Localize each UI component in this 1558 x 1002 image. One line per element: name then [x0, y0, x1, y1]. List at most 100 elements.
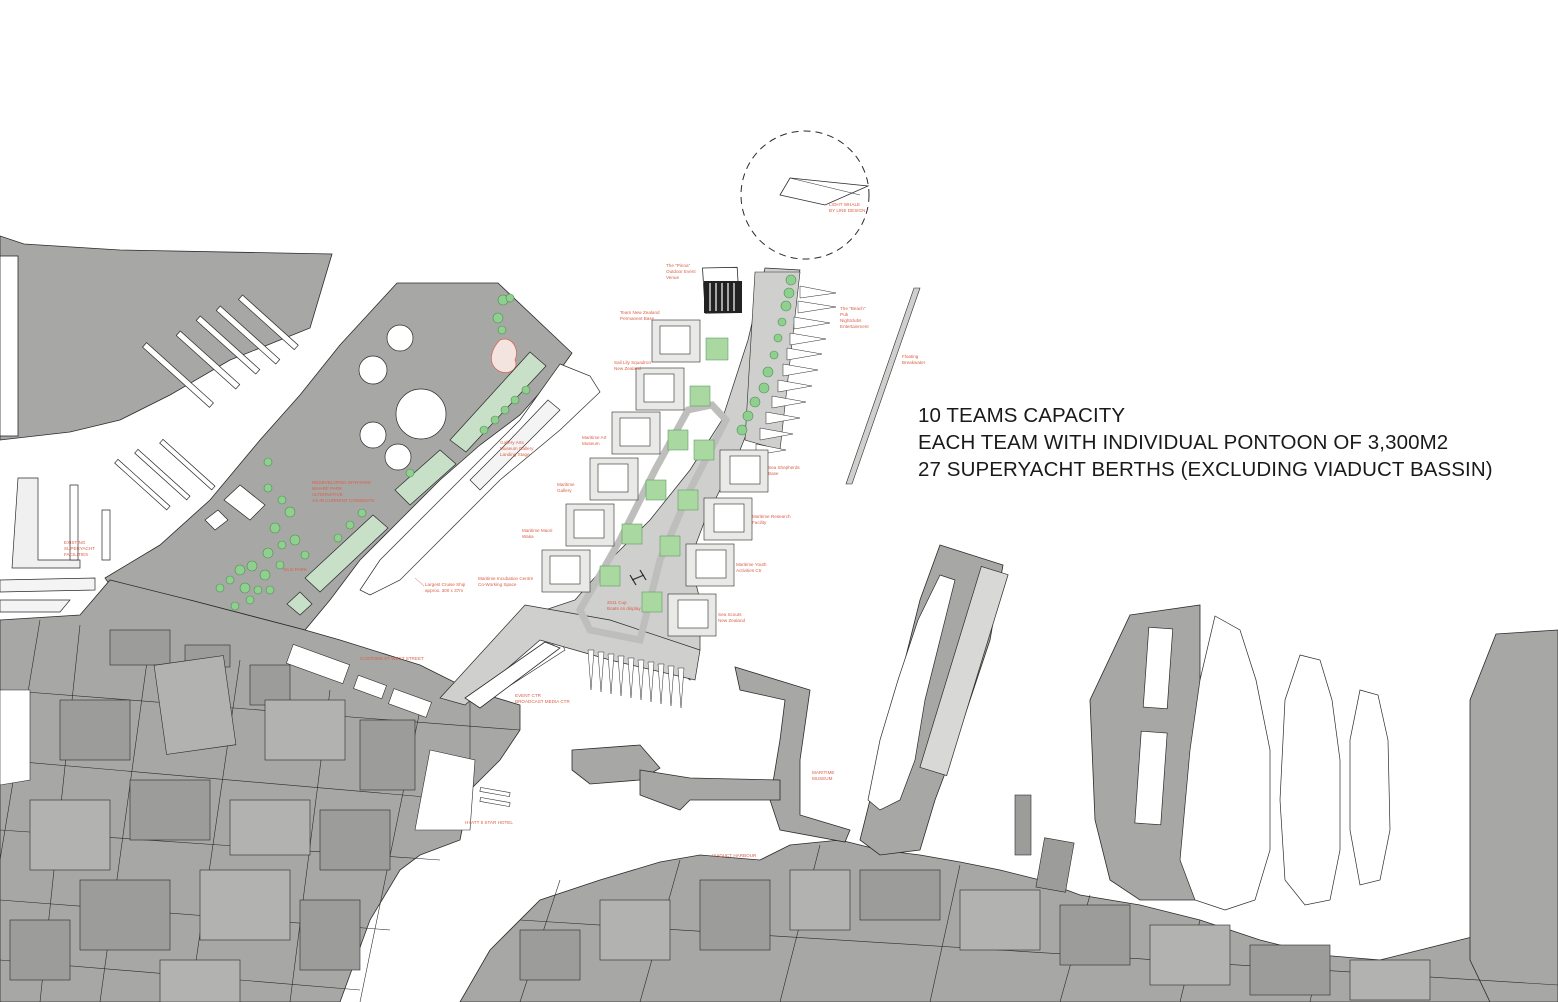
ship-east-1	[1179, 615, 1271, 911]
east-large-block	[1469, 629, 1558, 1002]
label-customs-street: CUSTOMS ST WEST STREET	[360, 656, 424, 661]
superyacht-berths	[587, 285, 837, 709]
label-existing-superyacht-2: SUPERYACHT	[64, 546, 95, 551]
map-labels: LIGHT WHALE BY LINE DESIGN The "Pinna" O…	[64, 202, 926, 858]
media-centre-block	[464, 641, 561, 709]
west-upper-land	[0, 235, 333, 441]
hobson-wharf-arm	[639, 769, 781, 811]
label-media-ctr-2: BROADCAST MEDIA CTR	[515, 699, 570, 704]
label-pinna-3: Venue	[666, 275, 679, 280]
label-cruise-ship-2: approx. 300 x 37m	[425, 588, 463, 593]
team-pontoons	[541, 319, 769, 637]
label-redeveloped-wharf-3: ALTERNATIVE	[312, 492, 343, 497]
yacht-icon	[627, 657, 635, 699]
label-pinna: The "Pinna"	[666, 263, 691, 268]
label-existing-superyacht-3: FACILITIES	[64, 552, 88, 557]
label-maritime-gallery: Maritime	[557, 482, 575, 487]
label-beach-4: Entertainment	[840, 324, 869, 329]
label-media-ctr: EVENT CTR	[515, 693, 542, 698]
cup-boats-display	[629, 569, 647, 586]
headline-team-pontoon: EACH TEAM WITH INDIVIDUAL PONTOON OF 3,3…	[918, 431, 1449, 454]
label-sail-squadron-2: New Zealand	[614, 366, 642, 371]
yacht-icon	[597, 651, 605, 693]
label-sail-squadron: Sail Lily Squadron	[614, 360, 651, 365]
yacht-icon	[793, 316, 831, 330]
yacht-icon	[677, 667, 685, 709]
ship-east-3	[1349, 689, 1391, 886]
label-cruise-ship: Largest Cruise Ship	[425, 582, 466, 587]
silo-tanks	[358, 324, 517, 471]
label-sea-scouts-2: New Zealand	[718, 618, 746, 623]
label-maritime-art-museum: Maritime Art	[582, 435, 607, 440]
label-maritime-museum-2: MUSEUM	[812, 776, 833, 781]
label-gallery-museum: Gallery Arts	[500, 440, 524, 445]
capacity-headlines: 10 TEAMS CAPACITY EACH TEAM WITH INDIVID…	[918, 402, 1538, 483]
yacht-icon	[607, 653, 615, 695]
team-base	[565, 503, 615, 547]
label-light-whale-2: BY LINE DESIGN	[829, 208, 865, 213]
queens-wharf-shed-2	[1134, 730, 1168, 826]
label-sea-shepherds: Sea Shepherds	[768, 465, 800, 470]
label-maritime-museum: MARITIME	[812, 770, 834, 775]
label-beach-2: Pub	[840, 312, 849, 317]
headline-teams-capacity: 10 TEAMS CAPACITY	[918, 404, 1126, 427]
team-base	[703, 497, 753, 541]
label-cup-boats-2: Boats on display	[607, 606, 641, 611]
label-maritime-art-museum-2: Museum	[582, 441, 600, 446]
floating-breakwater	[845, 287, 921, 485]
team-base	[589, 457, 639, 501]
yacht-icon	[771, 395, 807, 409]
yacht-icon	[647, 661, 655, 703]
label-maritime-research-2: Facility	[752, 520, 767, 525]
yacht-icon	[637, 659, 645, 701]
label-redeveloped-wharf-4: AS IN CURRENT CONSENTS	[312, 498, 374, 503]
light-whale-icon	[740, 130, 870, 260]
team-base	[611, 411, 661, 455]
label-maritime-youth-2: Activities Ctr	[736, 568, 762, 573]
west-upper-land-notch	[0, 255, 19, 437]
label-beach: The "Beach"	[840, 306, 866, 311]
city-buildings	[9, 629, 1431, 1002]
yacht-icon	[587, 649, 595, 691]
yacht-icon	[789, 332, 827, 346]
label-gallery-museum-3: Landing Stage	[500, 452, 530, 457]
yacht-icon	[667, 665, 675, 707]
label-redeveloped-wharf: REDEVELOPED WYNYARD	[312, 480, 372, 485]
yacht-icon	[617, 655, 625, 697]
label-sea-scouts: Sea Scouts	[718, 612, 742, 617]
label-maritime-incubator: Maritime Incubation Centre	[478, 576, 534, 581]
ship-east-2	[1279, 654, 1341, 906]
yacht-icon	[765, 411, 801, 425]
label-floating-breakwater: Floating	[902, 354, 919, 359]
label-viaduct-harbour: VIADUCT HARBOUR	[712, 853, 757, 858]
yacht-icon	[657, 663, 665, 705]
label-gallery-museum-2: Museum Gallery	[500, 446, 534, 451]
label-redeveloped-wharf-2: WHARF PARK	[312, 486, 343, 491]
yacht-icon	[759, 427, 794, 441]
yacht-icon	[786, 347, 823, 361]
team-base	[685, 543, 735, 587]
label-maritime-research: Maritime Research	[752, 514, 791, 519]
cruise-ship-hull-inner	[469, 399, 561, 491]
yacht-icon	[777, 379, 813, 393]
label-floating-breakwater-2: Breakwater	[902, 360, 926, 365]
label-maritime-youth: Maritime Youth	[736, 562, 767, 567]
team-base	[635, 367, 685, 411]
label-silo-park: SILO PARK	[283, 567, 308, 572]
label-team-nz: Team New Zealand	[620, 310, 660, 315]
team-base	[667, 593, 717, 637]
label-team-nz-2: Permanent Base	[620, 316, 655, 321]
team-base	[719, 449, 769, 493]
label-beach-3: Nightclubs	[840, 318, 862, 323]
princes-wharf-building	[919, 566, 1009, 776]
label-light-whale: LIGHT WHALE	[829, 202, 860, 207]
label-maritime-incubator-2: Co-Working Space	[478, 582, 517, 587]
team-base	[541, 549, 591, 593]
yacht-icon	[782, 363, 819, 377]
west-finger-piers	[0, 294, 299, 613]
label-sea-shepherds-2: Base	[768, 471, 779, 476]
pontoon-planters	[599, 337, 729, 613]
headline-superyacht-berths: 27 SUPERYACHT BERTHS (EXCLUDING VIADUCT …	[918, 458, 1493, 481]
maritime-museum-jetty	[734, 666, 851, 843]
